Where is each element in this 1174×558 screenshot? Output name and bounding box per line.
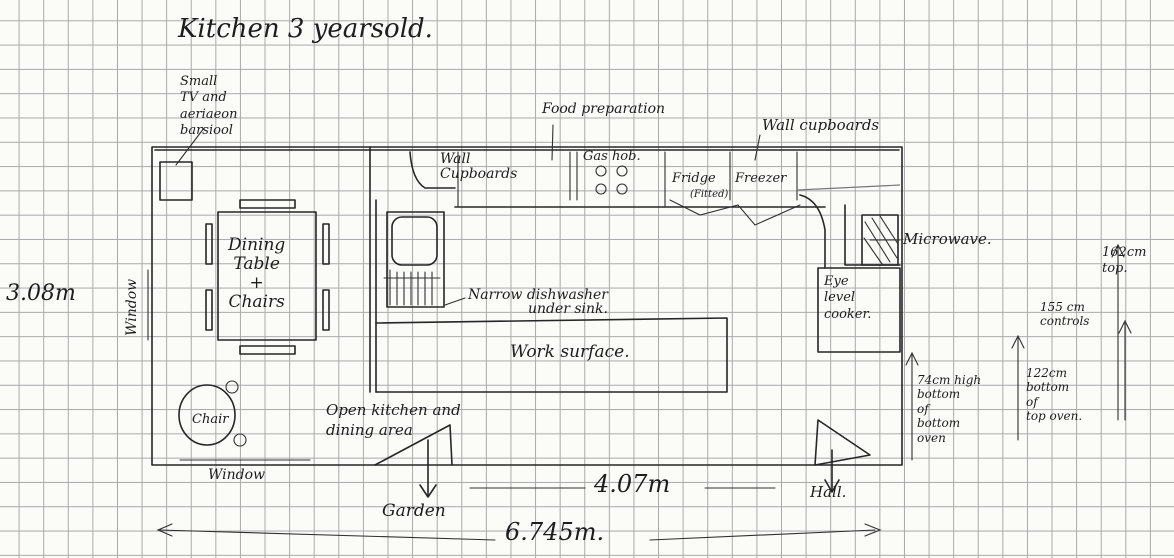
narrow-dishwasher-label: Narrow dishwasher under sink.	[468, 287, 608, 317]
top-oven-height-label: 122cm bottom of top oven.	[1026, 366, 1083, 424]
total-length-dimension-label: 6.745m.	[505, 518, 605, 546]
small-tv-label: Small TV and aeriaeon barsiool	[180, 74, 238, 138]
fridge-label: Fridge	[672, 171, 716, 186]
counter-curve	[409, 151, 456, 189]
open-kitchen-label: Open kitchen and dining area	[326, 401, 461, 440]
work-surface	[375, 317, 728, 393]
hall-label: Hall.	[810, 483, 847, 501]
controls-height-label: 155 cm controls	[1040, 300, 1090, 329]
wall-cupboards-top-label: Wall cupboards	[762, 116, 880, 134]
sink-unit	[386, 211, 445, 308]
microwave-label: Microwave.	[903, 230, 992, 248]
chair-shape	[178, 384, 236, 446]
top-height-label: 162cm top.	[1102, 245, 1147, 276]
work-surface-label: Work surface.	[510, 342, 630, 362]
fitted-label: (Fitted)	[690, 189, 729, 200]
width-dimension-label: 3.08m	[6, 281, 76, 306]
gas-hob-label: Gas hob.	[583, 149, 641, 164]
eye-level-cooker-label: Eye level cooker.	[824, 274, 872, 322]
dining-table	[217, 211, 317, 341]
room-outline	[151, 146, 903, 466]
window-bottom-label: Window	[208, 467, 266, 483]
chair-label: Chair	[192, 412, 229, 427]
tv-shape	[159, 161, 193, 201]
dining-table-label: Dining Table + Chairs	[228, 235, 286, 313]
oven-bottom-height-label: 74cm high bottom of bottom oven	[917, 373, 982, 445]
page-title: Kitchen 3 yearsold.	[178, 14, 433, 44]
kitchen-length-dimension-label: 4.07m	[594, 470, 671, 498]
garden-label: Garden	[382, 501, 446, 521]
wall-cupboards-inner-label: Wall Cupboards	[440, 151, 518, 182]
food-preparation-label: Food preparation	[542, 101, 666, 117]
freezer-label: Freezer	[735, 171, 787, 186]
eye-level-cooker-box	[817, 267, 901, 353]
window-left-label: Window	[124, 278, 141, 336]
